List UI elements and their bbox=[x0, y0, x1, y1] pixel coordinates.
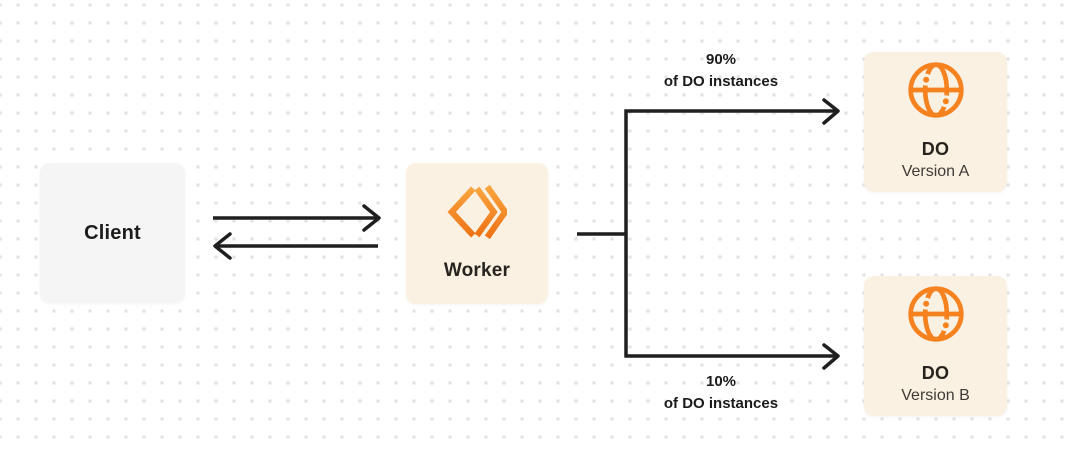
branch-top-arrowhead-icon bbox=[822, 98, 840, 125]
branch-bottom-caption: of DO instances bbox=[663, 395, 779, 412]
worker-node: Worker bbox=[406, 163, 548, 304]
globe-icon bbox=[906, 284, 966, 349]
branch-bottom-label: 10% of DO instances bbox=[616, 371, 826, 415]
workers-chevrons-icon bbox=[447, 182, 509, 247]
branch-bottom-arrowhead-icon bbox=[822, 343, 840, 370]
branch-bottom-percent: 10% bbox=[705, 373, 737, 390]
do-a-subtitle: Version A bbox=[901, 163, 970, 180]
client-node: Client bbox=[40, 163, 185, 303]
do-version-b-node: DO Version B bbox=[864, 276, 1007, 416]
client-to-worker-arrowhead-icon bbox=[362, 204, 381, 232]
globe-icon bbox=[906, 60, 966, 125]
do-b-title: DO bbox=[921, 363, 950, 383]
client-label: Client bbox=[84, 221, 141, 244]
branch-top-percent: 90% bbox=[705, 51, 737, 68]
worker-to-client-arrowhead-icon bbox=[213, 232, 232, 260]
branch-top-caption: of DO instances bbox=[663, 73, 779, 90]
branch-top-label: 90% of DO instances bbox=[616, 49, 826, 93]
do-b-subtitle: Version B bbox=[901, 387, 970, 404]
do-version-a-node: DO Version A bbox=[864, 52, 1007, 192]
do-a-title: DO bbox=[921, 139, 950, 159]
worker-label: Worker bbox=[443, 260, 511, 281]
